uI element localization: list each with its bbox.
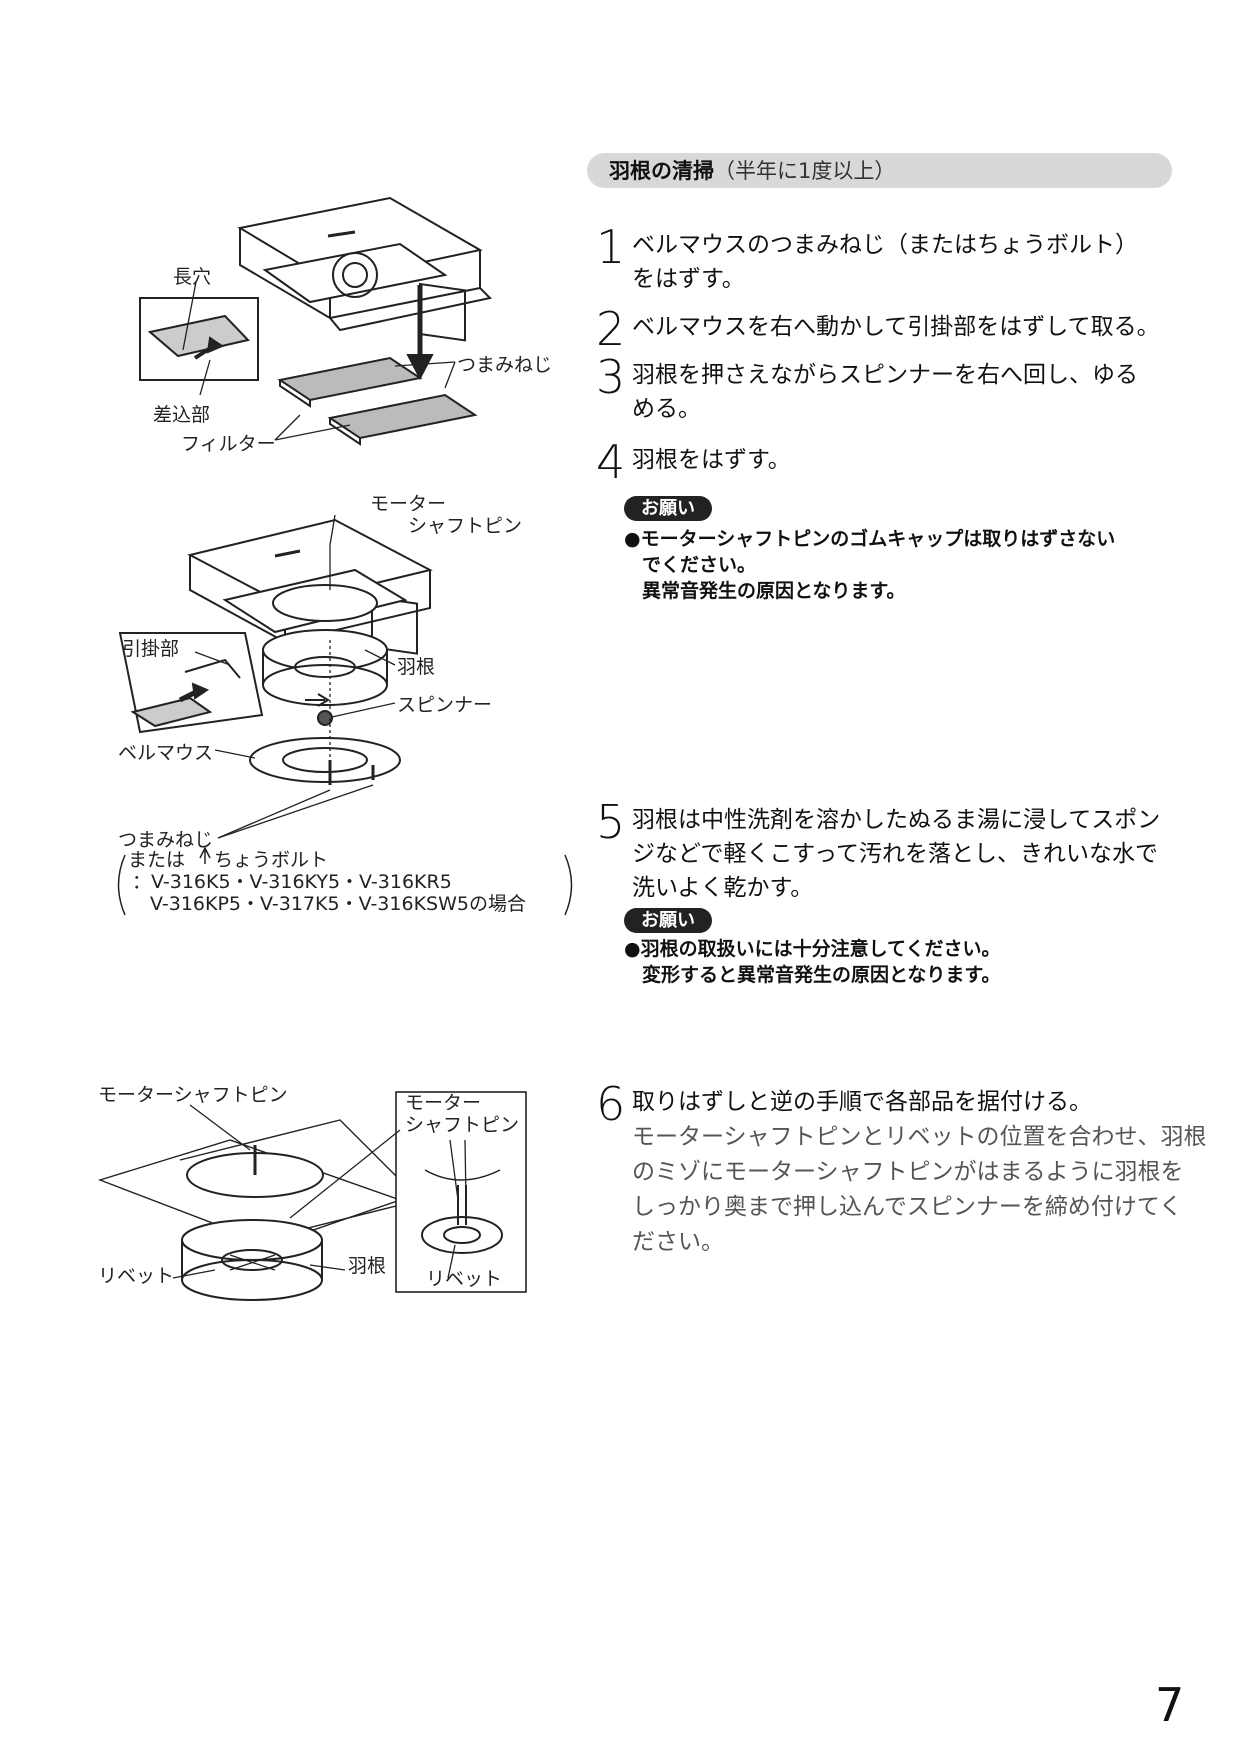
- section-title: 羽根の清掃: [609, 159, 714, 183]
- fig3-label-inset-1: モーター: [405, 1092, 482, 1114]
- fig2-label-alt-1: または: [128, 849, 186, 871]
- step-number: 6: [596, 1077, 626, 1131]
- fig1-hood-drawing: [139, 196, 493, 446]
- fig1-label-filter: フィルター: [181, 433, 276, 455]
- step-6-detail: モーターシャフトピンとリベットの位置を合わせ、羽根のミゾにモーターシャフトピンが…: [632, 1124, 1207, 1255]
- fig3-reassembly-drawing: [97, 1091, 527, 1301]
- fig3-label-inset-rivet: リベット: [426, 1268, 503, 1290]
- step-text: 羽根をはずす。: [632, 447, 791, 473]
- fig2-label-spinner: スピンナー: [397, 694, 493, 716]
- step-number: 4: [596, 435, 626, 489]
- step-text: ベルマウスを右へ動かして引掛部をはずして取る。: [632, 314, 1160, 340]
- step-number: 2: [596, 302, 626, 356]
- fig2-label-knob: つまみねじ: [118, 829, 214, 851]
- step-text: 取りはずしと逆の手順で各部品を据付ける。: [632, 1089, 1092, 1115]
- fig3-label-rivet: リベット: [98, 1265, 175, 1287]
- fig2-label-bellmouth: ベルマウス: [118, 742, 214, 764]
- fig2-label-motor-pin-1: モーター: [370, 493, 447, 515]
- section-frequency: （半年に1度以上）: [714, 159, 896, 183]
- step-text: 羽根は中性洗剤を溶かしたぬるま湯に浸してスポンジなどで軽くこすって汚れを落とし、…: [632, 807, 1161, 901]
- step-text: ベルマウスのつまみねじ（またはちょうボルト）をはずす。: [632, 232, 1138, 292]
- step-number: 3: [596, 350, 626, 404]
- page-number: 7: [1155, 1678, 1185, 1732]
- section-header: 羽根の清掃（半年に1度以上）: [587, 153, 1172, 188]
- note-badge-2: お願い: [624, 908, 712, 933]
- note-badge-1: お願い: [624, 496, 712, 521]
- fig1-label-slot: 長穴: [173, 266, 212, 288]
- fig2-label-fan: 羽根: [397, 656, 436, 678]
- fig2-label-alt-1b: ちょうボルト: [214, 849, 329, 871]
- fig1-label-knob: つまみねじ: [457, 354, 553, 376]
- step-number: 5: [596, 795, 626, 849]
- step-text: 羽根を押さえながらスピンナーを右へ回し、ゆるめる。: [632, 362, 1138, 422]
- fig3-label-fan: 羽根: [348, 1255, 387, 1277]
- fig2-label-hook: 引掛部: [122, 638, 180, 660]
- fig2-label-motor-pin-2: シャフトピン: [408, 515, 523, 537]
- fig3-label-motor-pin: モーターシャフトピン: [98, 1084, 288, 1106]
- fig3-label-inset-2: シャフトピン: [405, 1114, 520, 1136]
- fig2-label-alt-2: ：V-316K5・V-316KY5・V-316KR5: [132, 871, 452, 893]
- fig1-label-insert: 差込部: [153, 404, 211, 426]
- fig2-fan-drawing: [117, 514, 573, 916]
- note-2: ●羽根の取扱いには十分注意してください。 変形すると異常音発生の原因となります。: [624, 938, 1001, 986]
- step-number: 1: [596, 220, 626, 274]
- note-1: ●モーターシャフトピンのゴムキャップは取りはずさない でください。 異常音発生の…: [624, 528, 1116, 602]
- fig2-label-alt-3: V-316KP5・V-317K5・V-316KSW5の場合: [150, 893, 526, 915]
